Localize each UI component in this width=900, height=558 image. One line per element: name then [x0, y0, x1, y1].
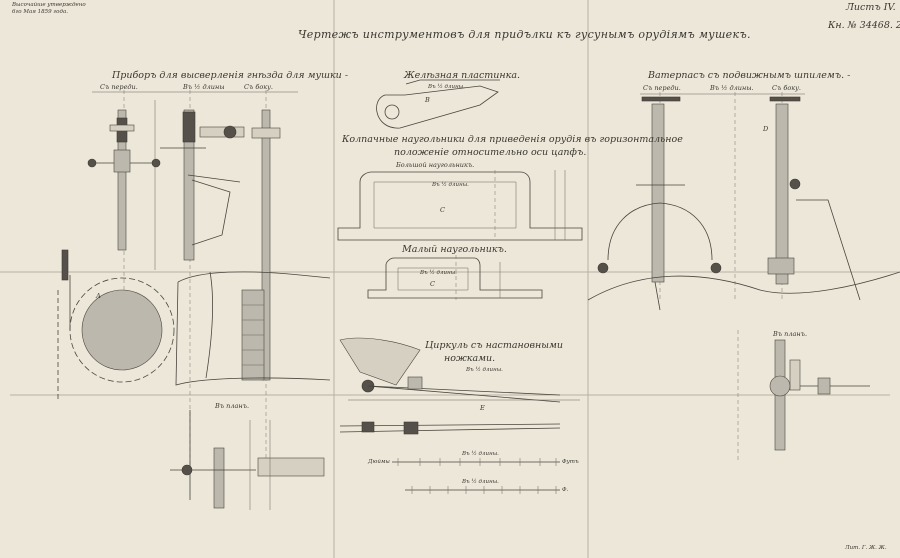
- plate-scale: Въ ½ длины.: [428, 84, 465, 90]
- left-plan-label: Въ планъ.: [215, 402, 250, 410]
- left-view-side-label: Съ боку.: [244, 83, 273, 91]
- compass-scale: Въ ½ длины.: [466, 367, 503, 373]
- letter-c-large: C: [440, 206, 445, 214]
- small-square-scale: Въ ½ длины.: [420, 270, 457, 276]
- compass-drawing: [339, 337, 580, 435]
- lithographer-signature: Лит. Г. Ж. Ж.: [845, 545, 887, 551]
- left-view-scale-label: Въ ½ длины: [183, 83, 225, 91]
- main-title: Чертежъ инструментовъ для придълки къ гу…: [298, 28, 751, 41]
- scale-unit-inches: Дюймы: [368, 459, 390, 465]
- large-square-label: Большой наугольникъ.: [396, 161, 475, 169]
- letter-d: D: [763, 125, 769, 133]
- right-section-title: Ватерпасъ съ подвижнымъ шпилемъ. -: [648, 70, 851, 81]
- iron-plate-drawing: [376, 79, 500, 129]
- level-drawing: [587, 92, 900, 460]
- sheet-number: Листъ IV.: [846, 2, 896, 13]
- compass-title-line1: Циркуль съ настановными: [425, 340, 563, 351]
- scale-bars: [392, 458, 560, 494]
- right-view-scale-label: Въ ½ длины.: [710, 84, 754, 92]
- large-square-drawing: [337, 170, 583, 241]
- large-square-scale: Въ ½ длины.: [432, 182, 469, 188]
- letter-b: B: [425, 96, 430, 104]
- approval-stamp-line1: Высочайше утверждено: [12, 2, 86, 8]
- scale-unit-foot-2: Ф.: [562, 487, 569, 493]
- letter-a: A: [96, 292, 101, 300]
- letter-e: E: [480, 404, 485, 412]
- letter-c-small: C: [430, 280, 435, 288]
- scale-unit-foot: Футъ: [562, 459, 579, 465]
- right-view-side-label: Съ боку.: [772, 84, 801, 92]
- catalog-number: Кн. № 34468. 2: [828, 20, 900, 31]
- boring-apparatus-drawing: [57, 90, 331, 510]
- left-section-title: Приборъ для высверленія гнѣзда для мушки…: [112, 70, 349, 81]
- scale-bar-1-label: Въ ½ длины.: [462, 451, 499, 457]
- approval-stamp-line2: 6го Мая 1859 года.: [12, 9, 68, 15]
- right-plan-label: Въ планъ.: [773, 330, 808, 338]
- small-square-label: Малый наугольникъ.: [402, 244, 507, 255]
- squares-title-line2: положеніе относительно оси цапфъ.: [394, 147, 587, 158]
- plate-title: Желѣзная пластинка.: [404, 70, 521, 81]
- left-view-front-label: Съ переди.: [100, 83, 138, 91]
- squares-title-line1: Колпачные наугольники для приведенія ору…: [342, 134, 683, 145]
- compass-title-line2: ножками.: [444, 353, 496, 364]
- right-view-front-label: Съ переди.: [643, 84, 681, 92]
- scale-bar-2-label: Въ ½ длины.: [462, 479, 499, 485]
- small-square-drawing: [367, 255, 543, 300]
